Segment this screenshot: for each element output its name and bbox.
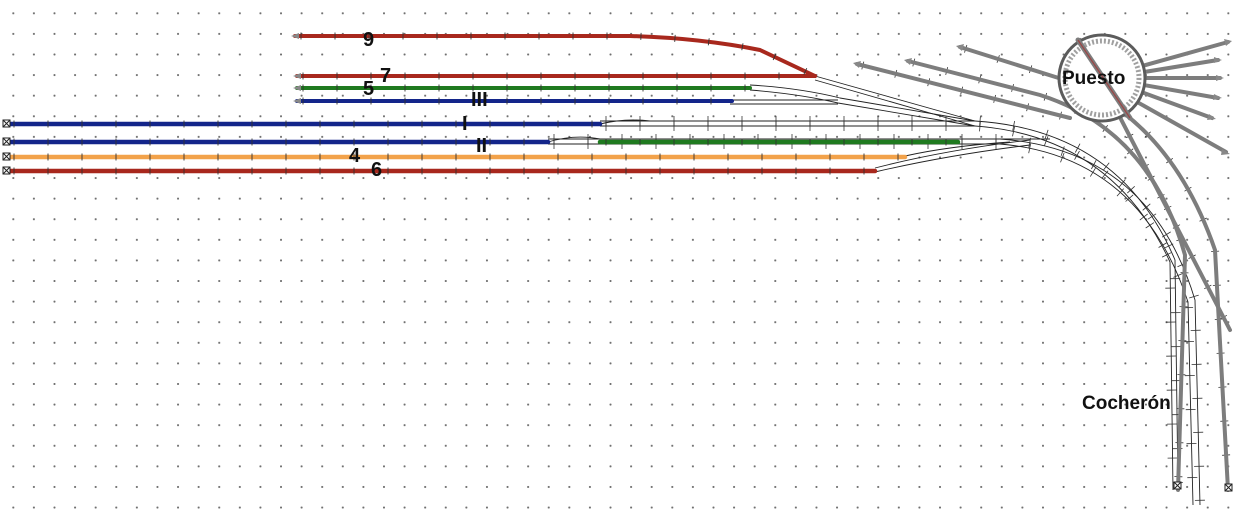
track-end-arrow-icon: [1214, 57, 1222, 63]
track-tie: [1164, 243, 1174, 249]
engine-shed-tracks: [855, 38, 1232, 492]
track-tie: [1091, 160, 1097, 170]
track-end-arrow-icon: [291, 33, 299, 39]
track-tie: [1074, 150, 1080, 160]
track-tie: [803, 68, 808, 75]
track-tie: [1060, 152, 1065, 163]
track-tie: [1118, 179, 1126, 188]
track-tie: [1147, 213, 1157, 220]
track-tie: [1161, 252, 1172, 258]
track-end-arrow-icon: [904, 58, 912, 65]
gray-track-inner: [855, 62, 1072, 120]
gray-track-middle: [906, 59, 1188, 492]
track-end-arrow-icon: [1221, 149, 1230, 155]
turntable-icon: [1057, 33, 1147, 123]
track-tie: [674, 34, 676, 42]
track-tie: [1139, 213, 1148, 221]
track-tie: [1012, 126, 1015, 137]
buffer-stop-icon: [2, 137, 11, 146]
track-tie: [1142, 203, 1151, 211]
track-tie: [1125, 194, 1134, 202]
track-tie: [1145, 222, 1155, 229]
track-tie: [1102, 162, 1110, 171]
track-end-arrow-icon: [293, 98, 301, 104]
track-tie: [1028, 143, 1032, 154]
track-tie: [1158, 242, 1168, 248]
track-end-arrow-icon: [293, 73, 301, 79]
track-tie: [1127, 186, 1135, 194]
track-9-red: [293, 34, 817, 78]
colored-sidings: [5, 34, 961, 174]
label-track-5: 5: [363, 78, 374, 100]
buffer-stop-icon: [1224, 483, 1233, 492]
track-tie: [772, 53, 777, 61]
buffer-stop-icon: [2, 119, 11, 128]
label-engine-shed: Cocherón: [1082, 393, 1171, 414]
track-tie: [707, 38, 710, 46]
label-track-7: 7: [380, 65, 391, 87]
label-track-II: II: [476, 135, 487, 157]
track-tie: [741, 43, 744, 51]
track-tie: [1116, 188, 1124, 197]
track-tie: [1060, 146, 1065, 157]
track-tie: [1074, 143, 1081, 153]
track-tie: [1189, 294, 1199, 299]
track-end-arrow-icon: [1207, 114, 1216, 120]
track-tie: [1089, 167, 1096, 177]
track-tie: [1161, 231, 1171, 238]
track-end-arrow-icon: [1216, 75, 1224, 81]
track-tie: [979, 121, 981, 132]
label-track-6: 6: [371, 159, 382, 181]
buffer-stops: [2, 119, 1233, 492]
track-end-arrow-icon: [956, 44, 964, 51]
track-end-arrow-icon: [853, 61, 861, 68]
track-end-arrows: [291, 33, 1232, 155]
label-track-9: 9: [363, 29, 374, 51]
track-tie: [1012, 120, 1015, 131]
plain-connecting-tracks: [547, 75, 1201, 506]
turntable-stall-tracks: [1128, 40, 1230, 154]
label-track-III: III: [471, 89, 488, 111]
track-tie: [1044, 129, 1049, 140]
buffer-stop-icon: [2, 152, 11, 161]
track-tie: [1044, 136, 1049, 146]
track-end-arrow-icon: [1224, 39, 1232, 46]
label-turntable: Puesto: [1062, 68, 1125, 89]
buffer-stop-icon: [2, 166, 11, 175]
buffer-stop-icon: [1173, 481, 1182, 490]
track-end-arrow-icon: [1213, 94, 1222, 100]
track-tie: [1173, 273, 1183, 278]
track-labels: 9 7 5 III I II 4 6 Puesto Cocherón: [349, 29, 1171, 414]
label-track-4: 4: [349, 145, 361, 167]
label-track-I: I: [462, 113, 468, 135]
track-end-arrow-icon: [293, 85, 301, 91]
track-tie: [1028, 137, 1032, 148]
track-tie: [1101, 170, 1109, 179]
colored-track-ties: [13, 32, 947, 175]
